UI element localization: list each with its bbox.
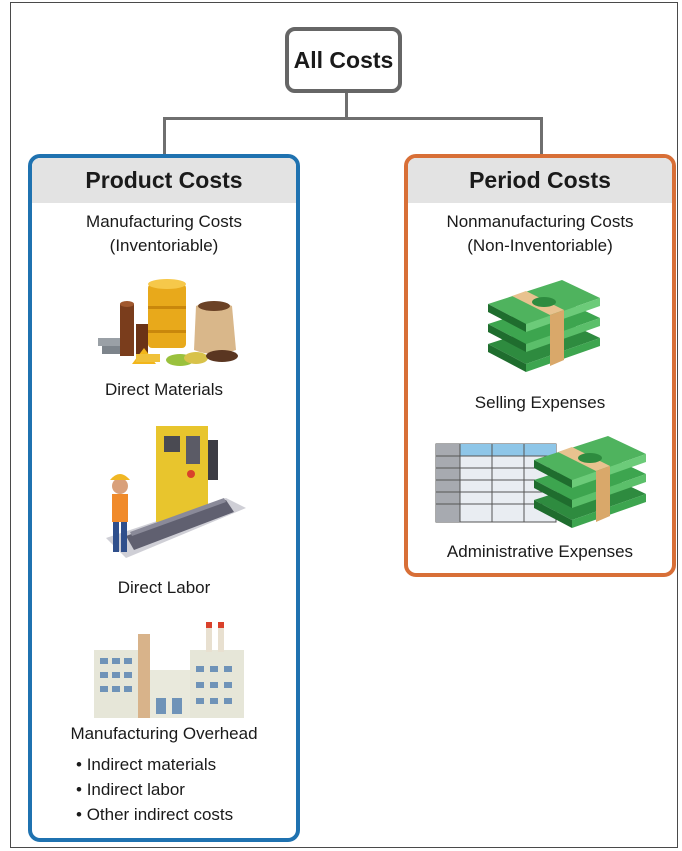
period-subtitle-1: Nonmanufacturing Costs	[446, 212, 634, 231]
direct-labor-label: Direct Labor	[117, 578, 211, 597]
period-costs-title: Period Costs	[408, 158, 672, 203]
money-stack-icon	[488, 280, 600, 372]
bullet-indirect-materials: Indirect materials	[76, 752, 233, 777]
factory-building-icon	[94, 622, 244, 718]
spreadsheet-money-icon	[435, 436, 646, 528]
all-costs-box: All Costs	[285, 27, 402, 93]
overhead-bullet-list: Indirect materials Indirect labor Other …	[76, 752, 233, 827]
product-subtitle-2: (Inventoriable)	[109, 236, 219, 255]
product-subtitle-1: Manufacturing Costs	[86, 212, 242, 231]
period-costs-panel: Period Costs Nonmanufacturing Costs (Non…	[404, 154, 676, 577]
period-subtitle-2: (Non-Inventoriable)	[467, 236, 613, 255]
direct-materials-label: Direct Materials	[104, 380, 224, 399]
connector-period	[540, 117, 543, 156]
product-costs-panel: Product Costs Manufacturing Costs (Inven…	[28, 154, 300, 842]
factory-worker-icon	[106, 426, 246, 558]
product-costs-title: Product Costs	[32, 158, 296, 203]
connector-root-down	[345, 93, 348, 119]
selling-expenses-label: Selling Expenses	[474, 393, 606, 412]
administrative-expenses-label: Administrative Expenses	[446, 542, 634, 561]
diagram-frame	[10, 2, 678, 848]
connector-product	[163, 117, 166, 156]
raw-materials-icon	[98, 279, 238, 366]
bullet-other-indirect-costs: Other indirect costs	[76, 802, 233, 827]
connector-horizontal	[163, 117, 543, 120]
bullet-indirect-labor: Indirect labor	[76, 777, 233, 802]
manufacturing-overhead-label: Manufacturing Overhead	[70, 724, 258, 743]
